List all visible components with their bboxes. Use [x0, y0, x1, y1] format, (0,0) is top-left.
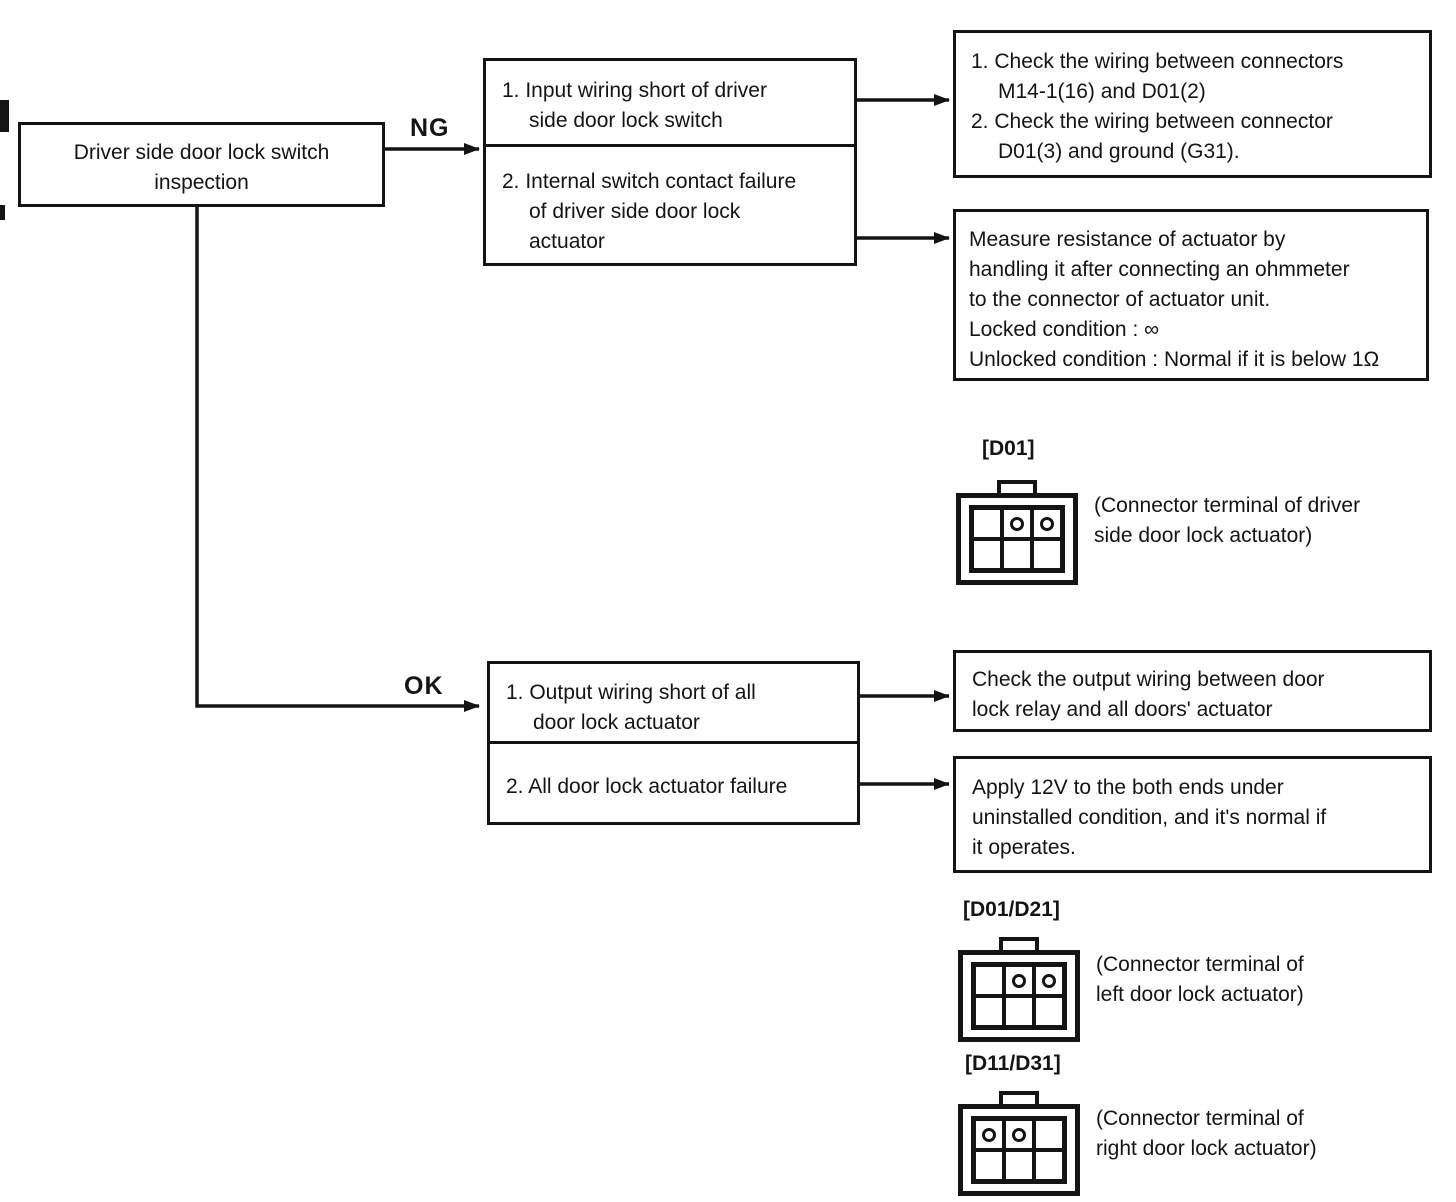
ng-cause-cell-2: 2. Internal switch contact failure of dri…: [483, 144, 857, 266]
connector-pin-cell: [1034, 1119, 1064, 1150]
connector-pin-cell: [1004, 1150, 1034, 1181]
text-line: M14-1(16) and D01(2): [998, 80, 1206, 103]
connector-label: [D01]: [982, 437, 1035, 460]
connector-pin-cell: [1002, 539, 1032, 570]
connector-pin-cell: [1004, 996, 1034, 1027]
connector-pin-cell: [1032, 539, 1062, 570]
ok-branch-label: OK: [404, 672, 444, 700]
pin-hole-icon: [1042, 973, 1056, 988]
connector-caption: (Connector terminal of driver side door l…: [1094, 491, 1360, 551]
connector-grid: [971, 962, 1067, 1030]
pin-hole-icon: [1040, 516, 1054, 531]
connector-pin-cell: [1032, 508, 1062, 539]
text-line: 2. All door lock actuator failure: [506, 775, 788, 798]
ok-action-box-1: Check the output wiring between door lock…: [953, 650, 1432, 732]
connector-diagram-d01: [D01] (Connector terminal of driver side …: [956, 437, 1360, 585]
ng-branch-label: NG: [410, 114, 450, 142]
pin-hole-icon: [982, 1127, 996, 1142]
text-line: (Connector terminal of: [1096, 953, 1304, 976]
text-line: of driver side door lock: [529, 200, 741, 223]
text-line: lock relay and all doors' actuator: [972, 698, 1273, 721]
text-line: actuator: [529, 230, 605, 253]
ng-cause-cell-1: 1. Input wiring short of driver side door…: [483, 58, 857, 147]
connector-diagram-d01-d21: [D01/D21] (Connector terminal of left doo…: [958, 898, 1304, 1042]
connector-pin-cell: [974, 965, 1004, 996]
text-line: 1. Input wiring short of driver: [502, 79, 767, 102]
connector-label: [D01/D21]: [963, 898, 1060, 921]
connector-housing: [958, 950, 1080, 1042]
ok-cause-cell-2: 2. All door lock actuator failure: [487, 741, 860, 825]
pin-hole-icon: [1010, 516, 1024, 531]
text-line: right door lock actuator): [1096, 1137, 1317, 1160]
connector-grid: [971, 1116, 1067, 1184]
text-line: Driver side door lock switch: [73, 141, 330, 164]
text-line: (Connector terminal of: [1096, 1107, 1304, 1130]
text-line: uninstalled condition, and it's normal i…: [972, 806, 1327, 829]
ok-cause-cell-1: 1. Output wiring short of all door lock a…: [487, 661, 860, 744]
text-line: 1. Check the wiring between connectors: [971, 50, 1344, 73]
connector-pin-cell: [974, 1150, 1004, 1181]
text-line: Locked condition : ∞: [969, 318, 1160, 341]
text-line: D01(3) and ground (G31).: [998, 140, 1240, 163]
connector-pin-cell: [1004, 1119, 1034, 1150]
connector-housing: [956, 493, 1078, 585]
text-line: door lock actuator: [533, 711, 700, 734]
text-line: 1. Output wiring short of all: [506, 681, 756, 704]
connector-pin-cell: [974, 1119, 1004, 1150]
ok-action-box-2: Apply 12V to the both ends under uninstal…: [953, 756, 1432, 873]
pin-hole-icon: [1012, 973, 1026, 988]
connector-pin-cell: [1002, 508, 1032, 539]
text-line: left door lock actuator): [1096, 983, 1304, 1006]
text-line: Check the output wiring between door: [972, 668, 1325, 691]
arrow-ok: [195, 206, 480, 712]
text-line: side door lock actuator): [1094, 524, 1313, 547]
connector-pin-cell: [972, 539, 1002, 570]
scan-artifact: [0, 100, 9, 132]
connector-pin-cell: [972, 508, 1002, 539]
text-line: (Connector terminal of driver: [1094, 494, 1361, 517]
text-line: Apply 12V to the both ends under: [972, 776, 1284, 799]
text-line: inspection: [154, 171, 249, 194]
connector-pin-cell: [1034, 965, 1064, 996]
ng-action-box-2: Measure resistance of actuator by handlin…: [953, 209, 1429, 381]
connector-pin-cell: [1004, 965, 1034, 996]
text-line: 2. Internal switch contact failure: [502, 170, 797, 193]
connector-pin-cell: [974, 996, 1004, 1027]
connector-diagram-d11-d31: [D11/D31] (Connector terminal of right do…: [958, 1052, 1317, 1196]
scan-artifact: [0, 205, 5, 220]
text-line: to the connector of actuator unit.: [969, 288, 1271, 311]
text-line: handling it after connecting an ohmmeter: [969, 258, 1350, 281]
text-line: Unlocked condition : Normal if it is bel…: [969, 348, 1380, 371]
text-line: it operates.: [972, 836, 1076, 859]
start-box: Driver side door lock switch inspection: [18, 122, 385, 207]
text-line: side door lock switch: [529, 109, 723, 132]
connector-housing: [958, 1104, 1080, 1196]
connector-grid: [969, 505, 1065, 573]
connector-pin-cell: [1034, 1150, 1064, 1181]
connector-caption: (Connector terminal of right door lock ac…: [1096, 1104, 1317, 1164]
connector-pin-cell: [1034, 996, 1064, 1027]
pin-hole-icon: [1012, 1127, 1026, 1142]
connector-label: [D11/D31]: [965, 1052, 1061, 1075]
text-line: Measure resistance of actuator by: [969, 228, 1286, 251]
connector-caption: (Connector terminal of left door lock act…: [1096, 950, 1304, 1010]
text-line: 2. Check the wiring between connector: [971, 110, 1333, 133]
